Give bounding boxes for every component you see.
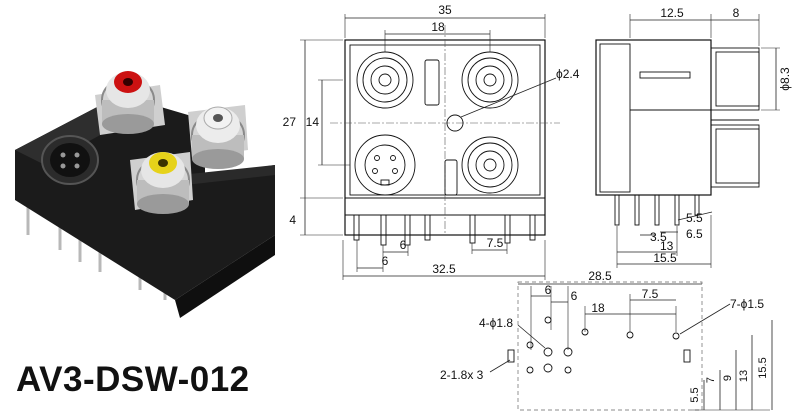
- dim-pcb-6b: 6: [571, 289, 578, 303]
- white-rca-jack-photo: [191, 106, 245, 169]
- pcb-layout-drawing: 28.5 6 6 18 7.5 7-ϕ1.5 4-ϕ1.8 2-1.8x 3: [440, 269, 773, 411]
- dim-6-upper: 6: [400, 238, 407, 252]
- dim-6-5: 6.5: [686, 227, 703, 241]
- dim-13-side: 13: [660, 239, 674, 253]
- dim-pcb-7: 7: [705, 377, 717, 383]
- dim-18: 18: [431, 20, 445, 34]
- dim-pcb-7-5: 7.5: [642, 287, 659, 301]
- dim-4: 4: [289, 213, 296, 227]
- model-title: AV3-DSW-012: [16, 360, 250, 399]
- dim-pcb-5-5: 5.5: [689, 387, 701, 402]
- label-2-slots: 2-1.8x 3: [440, 368, 484, 382]
- dim-12-5: 12.5: [660, 6, 684, 20]
- dim-32-5: 32.5: [432, 262, 456, 276]
- dim-8: 8: [733, 6, 740, 20]
- front-view-drawing: 35 18 27 14 4 ϕ2.4 6 6 7.5 32.5: [283, 3, 580, 280]
- side-view-drawing: 12.5 8 ϕ8.3 5.5 6.5 3.5 13 15.5: [595, 6, 792, 268]
- dim-phi-8-3: ϕ8.3: [778, 67, 792, 91]
- yellow-rca-jack-photo: [136, 152, 190, 214]
- dim-3-5: 3.5: [650, 230, 667, 244]
- svideo-jack-photo: [41, 135, 99, 185]
- dim-pcb-9: 9: [722, 375, 734, 381]
- dim-pcb-6a: 6: [545, 283, 552, 297]
- dim-6-lower: 6: [382, 254, 389, 268]
- dim-28-5: 28.5: [588, 269, 612, 283]
- dim-7-5: 7.5: [487, 236, 504, 250]
- dim-15-5-side: 15.5: [653, 251, 677, 265]
- dim-hole-2-4: ϕ2.4: [556, 67, 580, 81]
- dim-5-5-side: 5.5: [686, 211, 703, 225]
- dim-27: 27: [283, 115, 297, 129]
- label-4-holes: 4-ϕ1.8: [479, 316, 513, 330]
- dim-35: 35: [438, 3, 452, 17]
- dim-14: 14: [306, 115, 320, 129]
- dim-pcb-13: 13: [738, 370, 750, 382]
- dim-pcb-15-5: 15.5: [757, 357, 769, 378]
- label-7-holes: 7-ϕ1.5: [730, 297, 764, 311]
- dim-pcb-18: 18: [591, 301, 605, 315]
- red-rca-jack-photo: [101, 71, 155, 134]
- product-photo: [15, 71, 275, 318]
